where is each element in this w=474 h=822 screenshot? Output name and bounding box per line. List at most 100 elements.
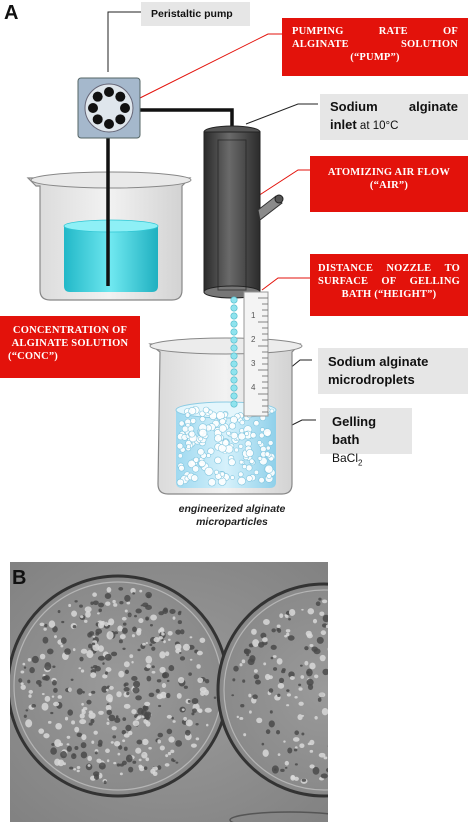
droplet <box>230 304 238 312</box>
cell <box>361 637 367 642</box>
cell <box>137 648 141 652</box>
cell <box>386 719 391 725</box>
microdroplets-line-1: Sodium alginate <box>328 354 429 369</box>
particle <box>188 430 196 438</box>
sodium-alginate-inlet-label: Sodium alginate inlet at 10°C <box>320 94 468 140</box>
cell <box>76 769 80 773</box>
particle <box>256 440 262 446</box>
cell <box>90 669 97 674</box>
cell <box>276 729 281 735</box>
cell <box>300 675 305 679</box>
particle <box>265 445 271 451</box>
cell <box>199 637 206 643</box>
cell <box>384 656 387 658</box>
cell <box>243 648 252 655</box>
cell <box>355 710 361 715</box>
microdroplets-line-2: microdroplets <box>328 372 415 387</box>
particle <box>186 444 191 449</box>
cell <box>365 764 368 767</box>
cell <box>297 714 303 721</box>
cell <box>159 651 166 659</box>
air-line-2: (“air”) <box>369 180 409 191</box>
cell <box>122 739 126 743</box>
cell <box>158 704 162 708</box>
cell <box>299 743 305 749</box>
cell <box>55 722 62 730</box>
cell <box>123 661 130 668</box>
cell <box>158 636 163 640</box>
cell <box>288 608 296 616</box>
cell <box>91 740 95 744</box>
cell <box>347 688 353 695</box>
cell <box>113 761 117 765</box>
cell <box>285 629 291 633</box>
particle <box>237 476 246 486</box>
cell <box>88 722 93 726</box>
cell <box>110 741 114 744</box>
cell <box>343 620 349 625</box>
micrograph <box>10 562 405 822</box>
cell <box>144 712 151 719</box>
cell <box>189 636 193 639</box>
cell <box>313 648 321 655</box>
particle <box>264 451 270 457</box>
particle <box>188 407 197 415</box>
particle <box>237 432 246 441</box>
particle <box>258 477 265 484</box>
cell <box>369 730 372 733</box>
cell <box>329 705 335 711</box>
cell <box>292 737 300 742</box>
cell <box>54 758 61 766</box>
particle <box>264 464 274 474</box>
cell <box>362 717 368 724</box>
cell <box>67 687 72 692</box>
particle <box>253 469 260 476</box>
cell <box>131 634 136 638</box>
alginate-solution-beaker <box>26 171 192 301</box>
cell <box>90 666 94 669</box>
cell <box>156 679 162 683</box>
cell <box>331 627 334 630</box>
cell <box>108 618 115 626</box>
cell <box>44 695 51 702</box>
cell <box>97 621 105 629</box>
cell <box>325 767 328 773</box>
particle <box>214 434 223 443</box>
inlet-word-3: inlet <box>330 117 357 132</box>
cell <box>255 679 261 685</box>
cell <box>400 685 405 691</box>
droplet <box>230 328 238 336</box>
cell <box>375 691 378 694</box>
cell <box>340 597 345 602</box>
cell <box>132 687 140 694</box>
caption-line-2: microparticles <box>196 516 268 528</box>
cell <box>385 636 388 639</box>
particle <box>202 406 210 414</box>
cell <box>370 760 377 766</box>
cell <box>46 648 54 655</box>
cell <box>27 679 31 684</box>
cell <box>106 721 110 725</box>
cell <box>306 668 313 677</box>
cell <box>197 677 204 683</box>
cell <box>177 611 182 616</box>
cell <box>125 754 133 763</box>
cell <box>272 655 277 658</box>
cell <box>359 610 362 612</box>
particle <box>193 456 200 463</box>
ruler-number: 1 <box>251 311 256 320</box>
cell <box>251 628 257 635</box>
cell <box>294 730 300 736</box>
particle <box>198 459 206 468</box>
cell <box>335 756 340 761</box>
particle <box>198 428 208 438</box>
cell <box>123 703 131 709</box>
cell <box>312 766 320 775</box>
cell <box>276 624 281 628</box>
droplet <box>230 392 238 400</box>
cell <box>78 667 82 670</box>
cell <box>348 610 351 613</box>
cell <box>50 711 54 715</box>
cell <box>151 670 156 674</box>
cell <box>20 682 24 686</box>
